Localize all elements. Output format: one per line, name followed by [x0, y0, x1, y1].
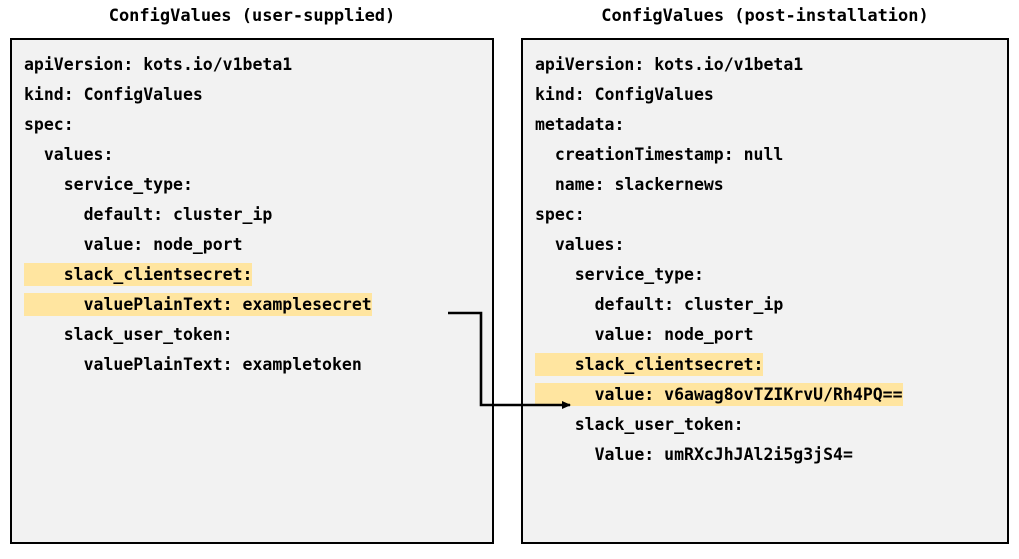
right-code-line-text: service_type:: [535, 265, 704, 284]
left-code-line: apiVersion: kots.io/v1beta1: [24, 50, 490, 80]
right-code-line-text: apiVersion: kots.io/v1beta1: [535, 55, 804, 74]
left-code-line-text: valuePlainText: examplesecret: [24, 293, 372, 316]
right-code-line-text: kind: ConfigValues: [535, 85, 714, 104]
left-code-line-text: kind: ConfigValues: [24, 85, 203, 104]
left-panel-configvalues-user-supplied: apiVersion: kots.io/v1beta1 kind: ConfigV…: [10, 38, 494, 544]
right-panel-configvalues-post-installation: apiVersion: kots.io/v1beta1 kind: ConfigV…: [521, 38, 1009, 544]
left-code-block: apiVersion: kots.io/v1beta1 kind: ConfigV…: [24, 50, 490, 380]
right-code-line: value: node_port: [535, 320, 1005, 350]
left-code-line-text: slack_user_token:: [24, 325, 233, 344]
right-code-line: values:: [535, 230, 1005, 260]
left-code-line: values:: [24, 140, 490, 170]
right-code-line: Value: umRXcJhJAl2i5g3jS4=: [535, 440, 1005, 470]
left-code-line-text: slack_clientsecret:: [24, 263, 253, 286]
right-code-block: apiVersion: kots.io/v1beta1 kind: ConfigV…: [535, 50, 1005, 470]
right-code-line: creationTimestamp: null: [535, 140, 1005, 170]
left-code-line-text: value: node_port: [24, 235, 243, 254]
right-code-line-text: metadata:: [535, 115, 625, 134]
left-code-line: kind: ConfigValues: [24, 80, 490, 110]
right-code-line: spec:: [535, 200, 1005, 230]
left-code-line: spec:: [24, 110, 490, 140]
right-code-line-text: value: v6awag8ovTZIKrvU/Rh4PQ==: [535, 383, 903, 406]
left-panel-title: ConfigValues (user-supplied): [108, 6, 396, 26]
right-code-line-text: Value: umRXcJhJAl2i5g3jS4=: [535, 445, 853, 464]
left-code-line-text: default: cluster_ip: [24, 205, 273, 224]
left-code-line: valuePlainText: examplesecret: [24, 290, 490, 320]
left-code-line-text: service_type:: [24, 175, 193, 194]
right-code-line-text: value: node_port: [535, 325, 754, 344]
right-code-line: kind: ConfigValues: [535, 80, 1005, 110]
right-code-line-text: slack_clientsecret:: [535, 353, 764, 376]
right-code-line: slack_user_token:: [535, 410, 1005, 440]
left-code-line-text: values:: [24, 145, 114, 164]
right-code-line: value: v6awag8ovTZIKrvU/Rh4PQ==: [535, 380, 1005, 410]
right-code-line-text: creationTimestamp: null: [535, 145, 784, 164]
right-code-line: name: slackernews: [535, 170, 1005, 200]
left-code-line: slack_clientsecret:: [24, 260, 490, 290]
left-code-line: value: node_port: [24, 230, 490, 260]
right-code-line: apiVersion: kots.io/v1beta1: [535, 50, 1005, 80]
right-code-line-text: values:: [535, 235, 625, 254]
right-code-line-text: default: cluster_ip: [535, 295, 784, 314]
right-panel-title: ConfigValues (post-installation): [601, 6, 929, 26]
left-code-line: valuePlainText: exampletoken: [24, 350, 490, 380]
left-code-line-text: apiVersion: kots.io/v1beta1: [24, 55, 293, 74]
left-code-line: default: cluster_ip: [24, 200, 490, 230]
right-code-line: default: cluster_ip: [535, 290, 1005, 320]
right-code-line-text: slack_user_token:: [535, 415, 744, 434]
right-code-line: metadata:: [535, 110, 1005, 140]
right-code-line-text: name: slackernews: [535, 175, 724, 194]
right-code-line: service_type:: [535, 260, 1005, 290]
right-code-line: slack_clientsecret:: [535, 350, 1005, 380]
left-code-line: service_type:: [24, 170, 490, 200]
left-code-line-text: spec:: [24, 115, 74, 134]
left-code-line: slack_user_token:: [24, 320, 490, 350]
left-code-line-text: valuePlainText: exampletoken: [24, 355, 362, 374]
right-code-line-text: spec:: [535, 205, 585, 224]
